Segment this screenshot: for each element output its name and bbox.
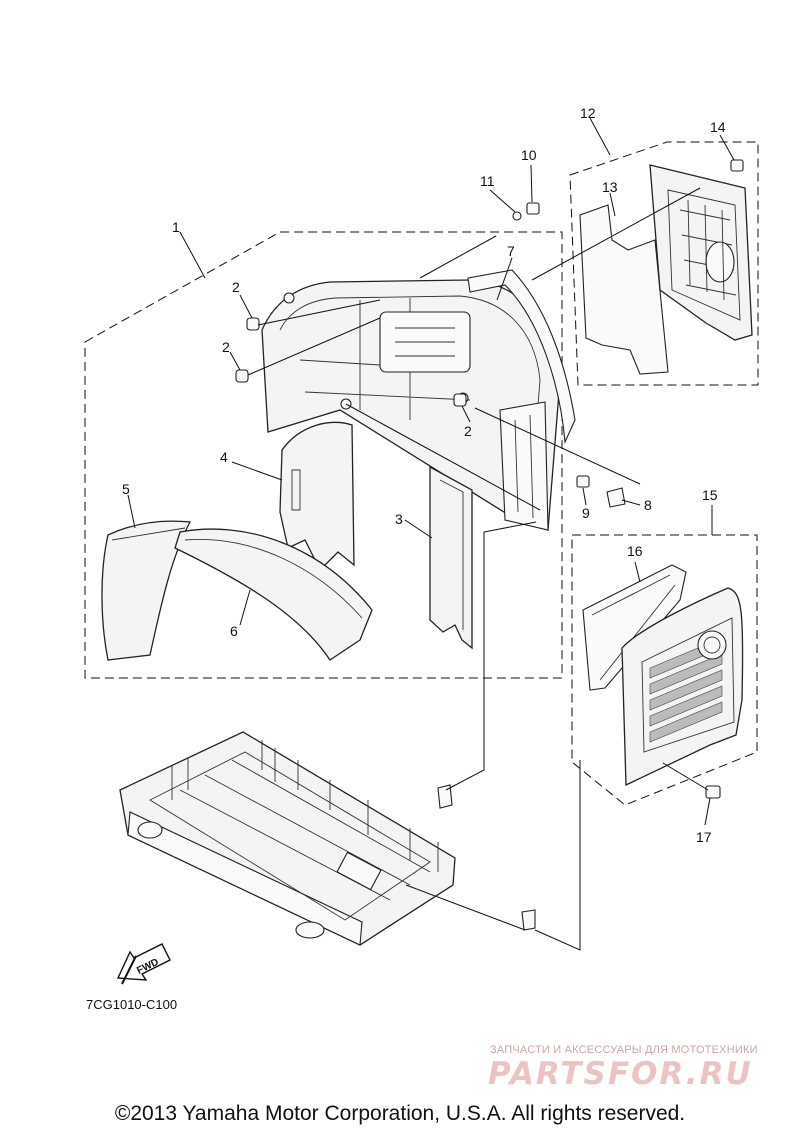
group-12-outline xyxy=(569,141,759,386)
callout-10: 10 xyxy=(521,147,537,163)
callout-11: 11 xyxy=(480,173,495,189)
insulator-part-5 xyxy=(101,520,192,661)
callout-2-right: 2 xyxy=(464,423,472,439)
callout-15: 15 xyxy=(702,487,718,503)
callout-12: 12 xyxy=(580,105,596,121)
washer-part-11 xyxy=(512,211,522,221)
callout-2-left: 2 xyxy=(222,339,230,355)
leader-lines xyxy=(127,117,735,951)
main-cover-part xyxy=(261,279,561,531)
watermark-tagline: ЗАПЧАСТИ И АКСЕССУАРЫ ДЛЯ МОТОТЕХНИКИ xyxy=(490,1044,758,1056)
callout-6: 6 xyxy=(230,623,238,639)
screw-part-17 xyxy=(705,785,721,799)
filter-case-part-12 xyxy=(649,164,753,341)
callout-9: 9 xyxy=(582,505,590,521)
insulator-part-6 xyxy=(174,528,373,661)
callout-2-upper: 2 xyxy=(232,279,240,295)
clip-lower-right xyxy=(521,909,536,931)
callout-14: 14 xyxy=(710,119,726,135)
callout-16: 16 xyxy=(627,543,643,559)
callout-4: 4 xyxy=(220,449,228,465)
callout-8: 8 xyxy=(644,497,652,513)
callout-17: 17 xyxy=(696,829,712,845)
collar-parts-2 xyxy=(235,317,467,407)
bolt-part-14 xyxy=(730,159,744,172)
fwd-arrow-icon: FWD xyxy=(116,943,171,985)
callout-5: 5 xyxy=(122,481,130,497)
callout-3: 3 xyxy=(395,511,403,527)
seal-part-7 xyxy=(467,269,576,445)
callout-7: 7 xyxy=(507,243,515,259)
copyright-notice: ©2013 Yamaha Motor Corporation, U.S.A. A… xyxy=(114,1102,686,1125)
base-tray xyxy=(119,731,456,946)
side-cover-part-15 xyxy=(621,587,744,787)
nut-clip-part-8 xyxy=(606,487,626,508)
diagram-code: 7CG1010-C100 xyxy=(86,997,178,1012)
watermark-logo: PARTSFOR.RU xyxy=(488,1056,753,1092)
panel-part-3 xyxy=(429,465,473,650)
group-1-outline xyxy=(84,231,563,679)
callout-1: 1 xyxy=(172,219,180,235)
group-15-outline xyxy=(571,534,758,806)
gasket-part-16 xyxy=(582,564,687,691)
callout-13: 13 xyxy=(602,179,618,195)
clip-lower-left xyxy=(437,784,453,809)
filter-element-part-13 xyxy=(579,204,669,375)
bolt-part-10 xyxy=(526,202,540,215)
panel-part-4 xyxy=(279,421,355,572)
bolt-part-9 xyxy=(576,475,590,488)
